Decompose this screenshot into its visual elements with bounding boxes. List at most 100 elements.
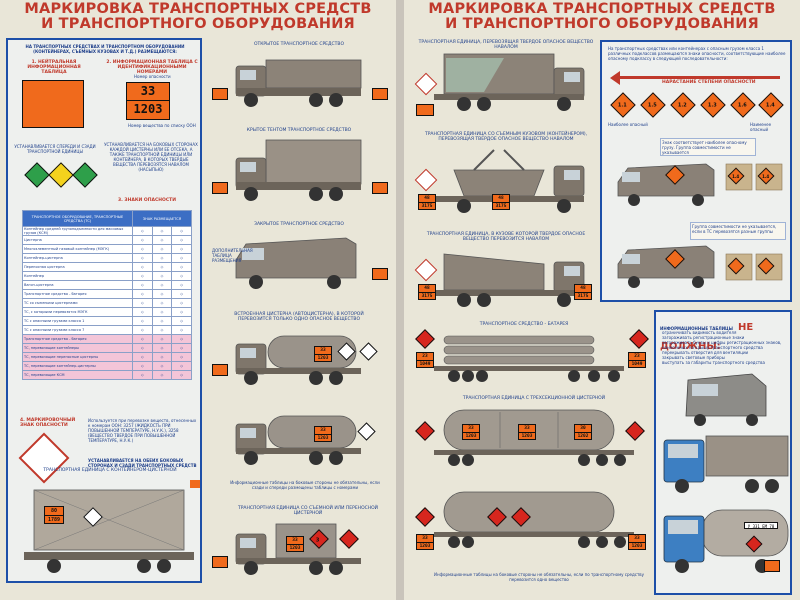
table-cell-mark: ◇ [171, 316, 192, 326]
container-title: ТРАНСПОРТНАЯ ЕДИНИЦА С КОНТЕЙНЕРОМ-ЦИСТЕ… [43, 468, 177, 473]
class-value: 1.2 [677, 102, 687, 109]
table-cell-mark: ◇ [171, 289, 192, 299]
plate-hazard: 48 [419, 285, 435, 293]
table-cell-mark: ◇ [151, 343, 173, 353]
van1-note: Знак соответствует наиболее опасному гру… [660, 138, 756, 156]
prohibition-item: перекрывать отверстия для вентиляции [662, 350, 749, 355]
front-plate [212, 88, 228, 100]
plate-hazard: 80 [45, 507, 63, 516]
class-value: 1.1 [617, 102, 627, 109]
table-cell-mark: ◇ [171, 226, 192, 236]
front-plate [212, 182, 228, 194]
table-row: Многоэлементный газовый контейнер (МЭГК)… [22, 244, 192, 254]
ident-plate: 33 1203 [126, 82, 170, 120]
table-cell-mark: ◇ [171, 235, 192, 245]
table-cell-mark: ◇ [132, 271, 153, 281]
rear-plate [416, 104, 434, 116]
least-dangerous-label: Наименее опасный [750, 122, 772, 132]
table-cell-mark: ◇ [151, 334, 173, 344]
table-cell-mark: ◇ [171, 334, 192, 344]
front-plate [212, 364, 228, 376]
tank-note: Информационные таблицы на боковые сторон… [230, 480, 380, 490]
table-head-placement: ЗНАК РАЗМЕЩАЕТСЯ [132, 210, 192, 227]
class-diamond-2: 1.5 [640, 92, 666, 118]
battery-truck [434, 335, 624, 382]
plate-hazard: 33 [463, 425, 479, 433]
table-row: ТС с опасными грузами класса 1◇◇◇ [22, 316, 192, 326]
table-cell-mark: ◇ [171, 244, 192, 254]
truck-bulk [434, 53, 585, 111]
title-line-2: И ТРАНСПОРТНОГО ОБОРУДОВАНИЯ [445, 16, 759, 32]
table-cell-mark: ◇ [132, 352, 153, 362]
van-2 [617, 245, 715, 288]
table-cell-mark: ◇ [151, 244, 173, 254]
hazard-sign-table: ТРАНСПОРТНОЕ ОБОРУДОВАНИЕ, ТРАНСПОРТНЫЕ … [22, 210, 192, 380]
title-line-2: И ТРАНСПОРТНОГО ОБОРУДОВАНИЯ [41, 16, 355, 32]
table-cell-mark: ◇ [171, 280, 192, 290]
table-row: ТС, с которыми перевозятся МЭГК◇◇◇ [22, 307, 192, 317]
table-cell-mark: ◇ [132, 361, 153, 371]
table-cell-equipment: Цистерна [22, 235, 133, 245]
class-value: 1.5 [647, 102, 657, 109]
table-cell-mark: ◇ [171, 271, 192, 281]
table-row: Цистерна◇◇◇ [22, 235, 192, 245]
class-diamond-3: 1.2 [670, 92, 696, 118]
heated-note: Используется при перевозке веществ, отне… [88, 418, 197, 443]
neutral-plate [22, 80, 84, 128]
table-cell-mark: ◇ [171, 370, 192, 380]
ident-plate-un: 1203 [133, 102, 163, 116]
prohibition-item: закрывать световые приборы [662, 355, 725, 360]
table-cell-mark: ◇ [171, 343, 192, 353]
table-cell-mark: ◇ [132, 226, 153, 236]
table-cell-equipment: Многоэлементный газовый контейнер (МЭГК) [22, 244, 133, 254]
plate-hazard: 30 [575, 425, 591, 433]
table-cell-mark: ◇ [171, 307, 192, 317]
blue-truck [663, 435, 789, 493]
table-cell-mark: ◇ [132, 262, 153, 272]
plate-un: 3175 [577, 294, 589, 299]
poster-left: МАРКИРОВКА ТРАНСПОРТНЫХ СРЕДСТВ И ТРАНСП… [0, 0, 396, 600]
table-cell-mark: ◇ [171, 352, 192, 362]
truck-tent-label: КРЫТОЕ ТЕНТОМ ТРАНСПОРТНОЕ СРЕДСТВО [246, 128, 352, 133]
section-1-title: 1. НЕЙТРАЛЬНАЯ ИНФОРМАЦИОННАЯ ТАБЛИЦА [27, 60, 81, 75]
table-cell-equipment: ТС, перевозящие контейнер-цистерны [22, 361, 133, 371]
table-row: Транспортное средство - батарея◇◇◇ [22, 289, 192, 299]
table-cell-equipment: ТС со съемными цистернами [22, 298, 133, 308]
truck-tent [235, 139, 362, 201]
diamond-green-2 [72, 162, 98, 188]
table-cell-mark: ◇ [151, 262, 173, 272]
prohibitions-head: ИНФОРМАЦИОННЫЕ ТАБЛИЦЫ [660, 326, 733, 331]
plate-un: 3175 [421, 204, 433, 209]
table-cell-mark: ◇ [132, 298, 153, 308]
table-cell-mark: ◇ [171, 253, 192, 263]
table-cell-mark: ◇ [132, 289, 153, 299]
un-number-label: Номер вещества по списку ООН [128, 123, 196, 128]
rear-plate [372, 268, 388, 280]
poster-left-title: МАРКИРОВКА ТРАНСПОРТНЫХ СРЕДСТВ И ТРАНСП… [0, 2, 396, 32]
front-plate [212, 556, 228, 568]
plate-un: 1049 [631, 362, 643, 367]
class-diamond-4: 1.3 [700, 92, 726, 118]
plate-hazard: 48 [575, 285, 591, 293]
plate-hazard: 33 [315, 347, 331, 355]
table-cell-equipment: Контейнер [22, 271, 133, 281]
poster-right-title: МАРКИРОВКА ТРАНСПОРТНЫХ СРЕДСТВ И ТРАНСП… [404, 2, 800, 32]
diamond-class: 3 [315, 537, 320, 544]
van-closed [235, 237, 357, 289]
prohibition-item: выступать за габариты транспортного сред… [662, 360, 765, 365]
plate-un: 1203 [631, 544, 643, 549]
front-plate [764, 560, 780, 572]
cargo-class: 1.4 [732, 173, 740, 179]
ident-plate-hazard: 33 [127, 83, 169, 101]
table-row: Контейнер-цистерна◇◇◇ [22, 253, 192, 263]
plate-hazard: 33 [287, 537, 303, 545]
table-cell-equipment: ТС, перевозящие контейнеры [22, 343, 133, 353]
table-cell-equipment: Контейнер средней грузоподъемности для м… [22, 226, 133, 236]
plate-hazard: 33 [629, 535, 645, 543]
section-2-title: 2. ИНФОРМАЦИОННАЯ ТАБЛИЦА С ИДЕНТИФИКАЦИ… [106, 60, 198, 75]
